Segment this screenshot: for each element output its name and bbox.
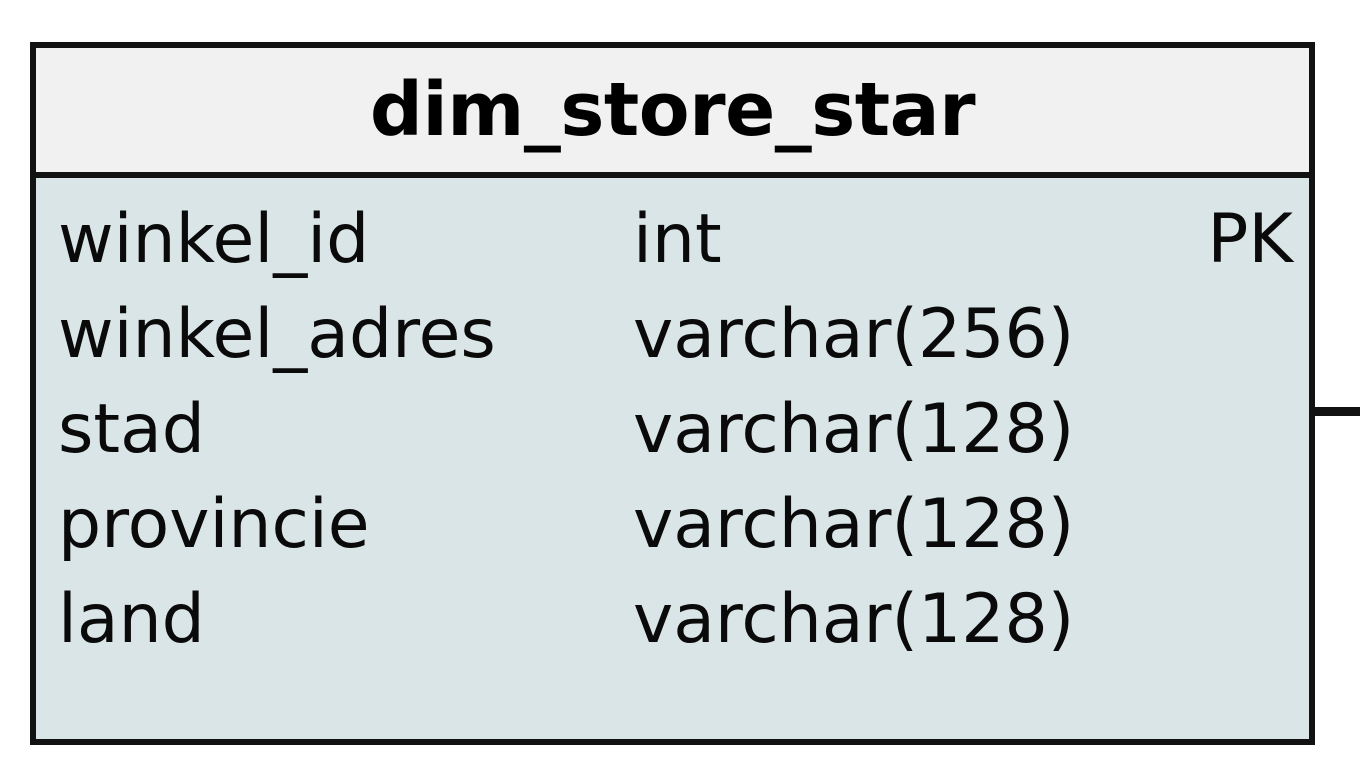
field-name: land: [58, 580, 205, 659]
entity-header: dim_store_star: [36, 48, 1309, 178]
field-type: int: [633, 200, 722, 279]
table-row[interactable]: land varchar(128): [36, 572, 1309, 667]
field-type: varchar(128): [633, 485, 1075, 564]
entity-field-list: winkel_id int PK winkel_adres varchar(25…: [36, 178, 1309, 739]
field-name: provincie: [58, 485, 370, 564]
table-row[interactable]: winkel_id int PK: [36, 192, 1309, 287]
field-name: winkel_id: [58, 200, 370, 279]
relationship-connector-line: [1313, 407, 1360, 416]
field-type: varchar(256): [633, 295, 1075, 374]
table-row[interactable]: provincie varchar(128): [36, 477, 1309, 572]
field-key-badge: PK: [1207, 200, 1293, 279]
field-type: varchar(128): [633, 390, 1075, 469]
table-row[interactable]: stad varchar(128): [36, 382, 1309, 477]
field-type: varchar(128): [633, 580, 1075, 659]
field-name: winkel_adres: [58, 295, 496, 374]
field-name: stad: [58, 390, 205, 469]
entity-title: dim_store_star: [369, 67, 976, 153]
table-row[interactable]: winkel_adres varchar(256): [36, 287, 1309, 382]
entity-dim-store-star[interactable]: dim_store_star winkel_id int PK winkel_a…: [30, 42, 1315, 745]
